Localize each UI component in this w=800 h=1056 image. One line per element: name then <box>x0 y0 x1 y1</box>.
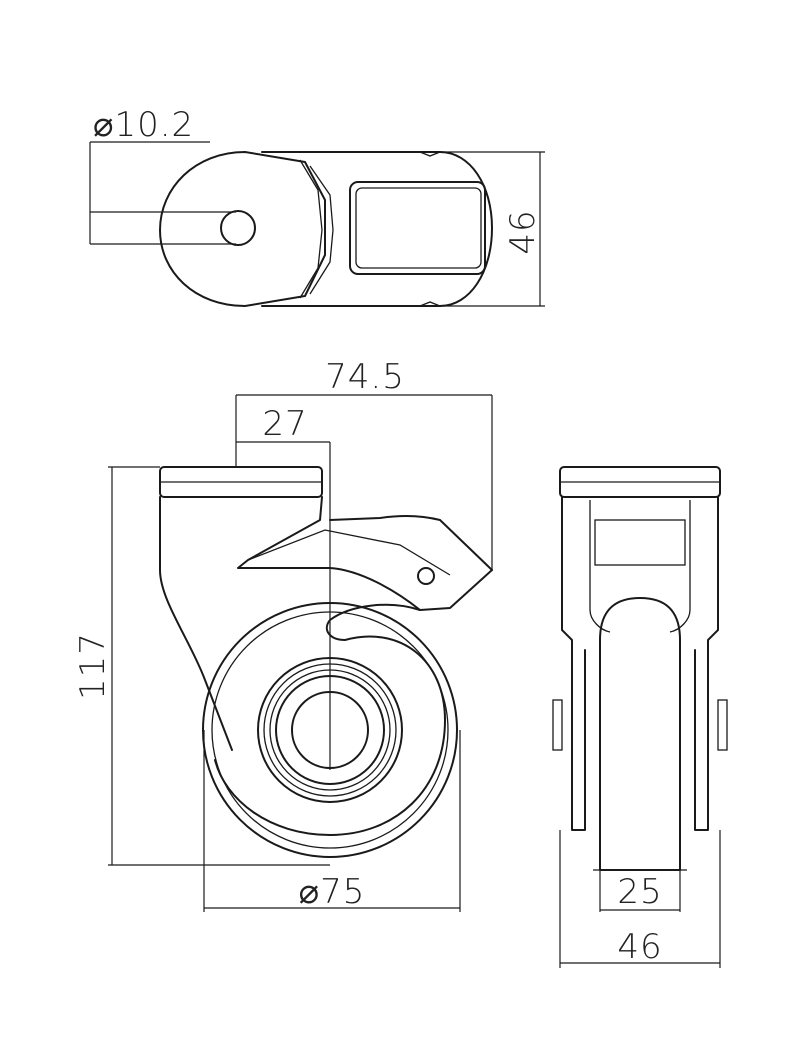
front-view <box>552 466 728 968</box>
side-view <box>108 394 493 912</box>
dim-offset-length: 74.5 <box>325 357 405 397</box>
dim-top-view-width: 46 <box>503 209 543 254</box>
dim-overall-height: 117 <box>73 632 113 700</box>
top-view <box>89 141 545 307</box>
dim-overall-width: 46 <box>617 927 662 967</box>
dim-offset-to-axis: 27 <box>262 404 307 444</box>
dim-wheel-diameter: ⌀75 <box>299 872 366 912</box>
dim-bolt-hole-diameter: ⌀10.2 <box>93 105 194 145</box>
dim-tread-width: 25 <box>617 872 662 912</box>
